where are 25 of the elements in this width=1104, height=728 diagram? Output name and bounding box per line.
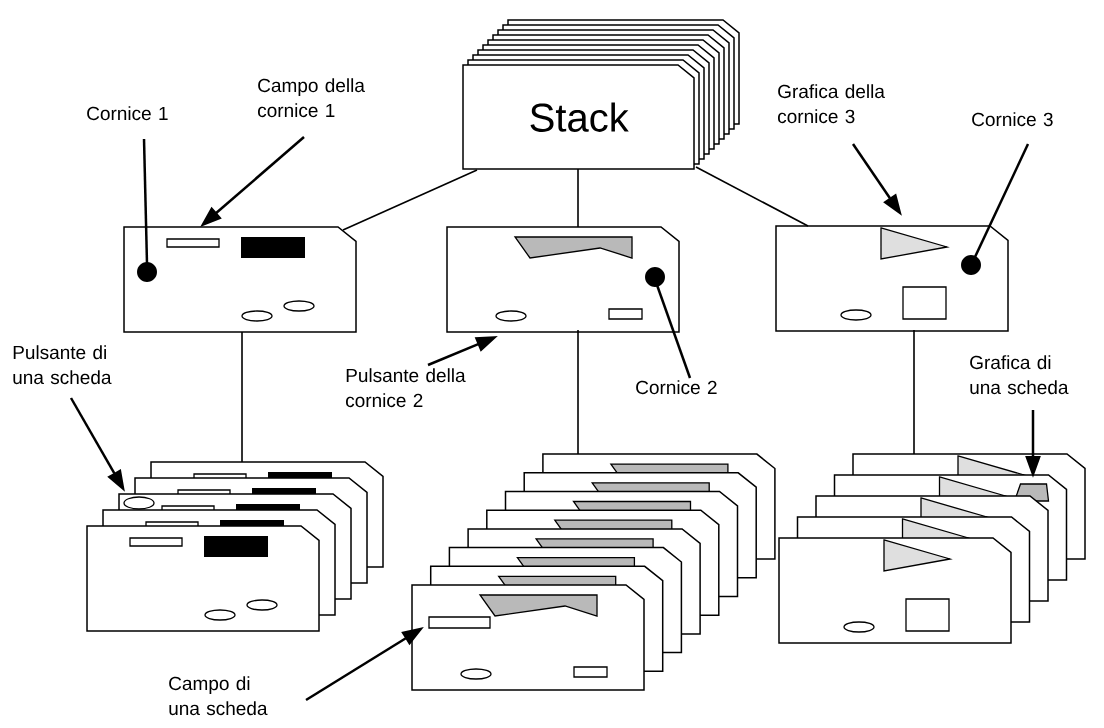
connector-line: [577, 168, 579, 228]
callout-label: Cornice 1: [87, 106, 168, 121]
leader-line: [655, 284, 692, 379]
leader-line: [973, 143, 1030, 258]
callout-label: Grafica di una scheda: [970, 355, 1069, 395]
callout-label: Pulsante di una scheda: [13, 345, 112, 385]
leader-line: [142, 138, 149, 265]
card-drawing: [123, 226, 357, 333]
callout-label: Grafica della cornice 3: [778, 84, 885, 124]
callout-label: Pulsante della cornice 2: [346, 368, 466, 408]
card-stack-drawing: [778, 453, 1086, 644]
card-stack-drawing: [86, 461, 384, 632]
callout-label: Cornice 2: [636, 380, 717, 395]
connector-line: [913, 329, 915, 455]
connector-line: [577, 329, 579, 455]
card-drawing: [446, 226, 680, 333]
stack-box: Stack: [462, 19, 740, 170]
callout-label: Campo della cornice 1: [258, 78, 365, 118]
connector-line: [342, 169, 478, 231]
callout-label: Campo di una scheda: [169, 676, 268, 716]
card-drawing: [775, 225, 1009, 332]
connector-line: [241, 331, 243, 463]
callout-label: Cornice 3: [972, 112, 1053, 127]
connector-line: [695, 166, 809, 227]
card-stack-drawing: [411, 453, 776, 691]
